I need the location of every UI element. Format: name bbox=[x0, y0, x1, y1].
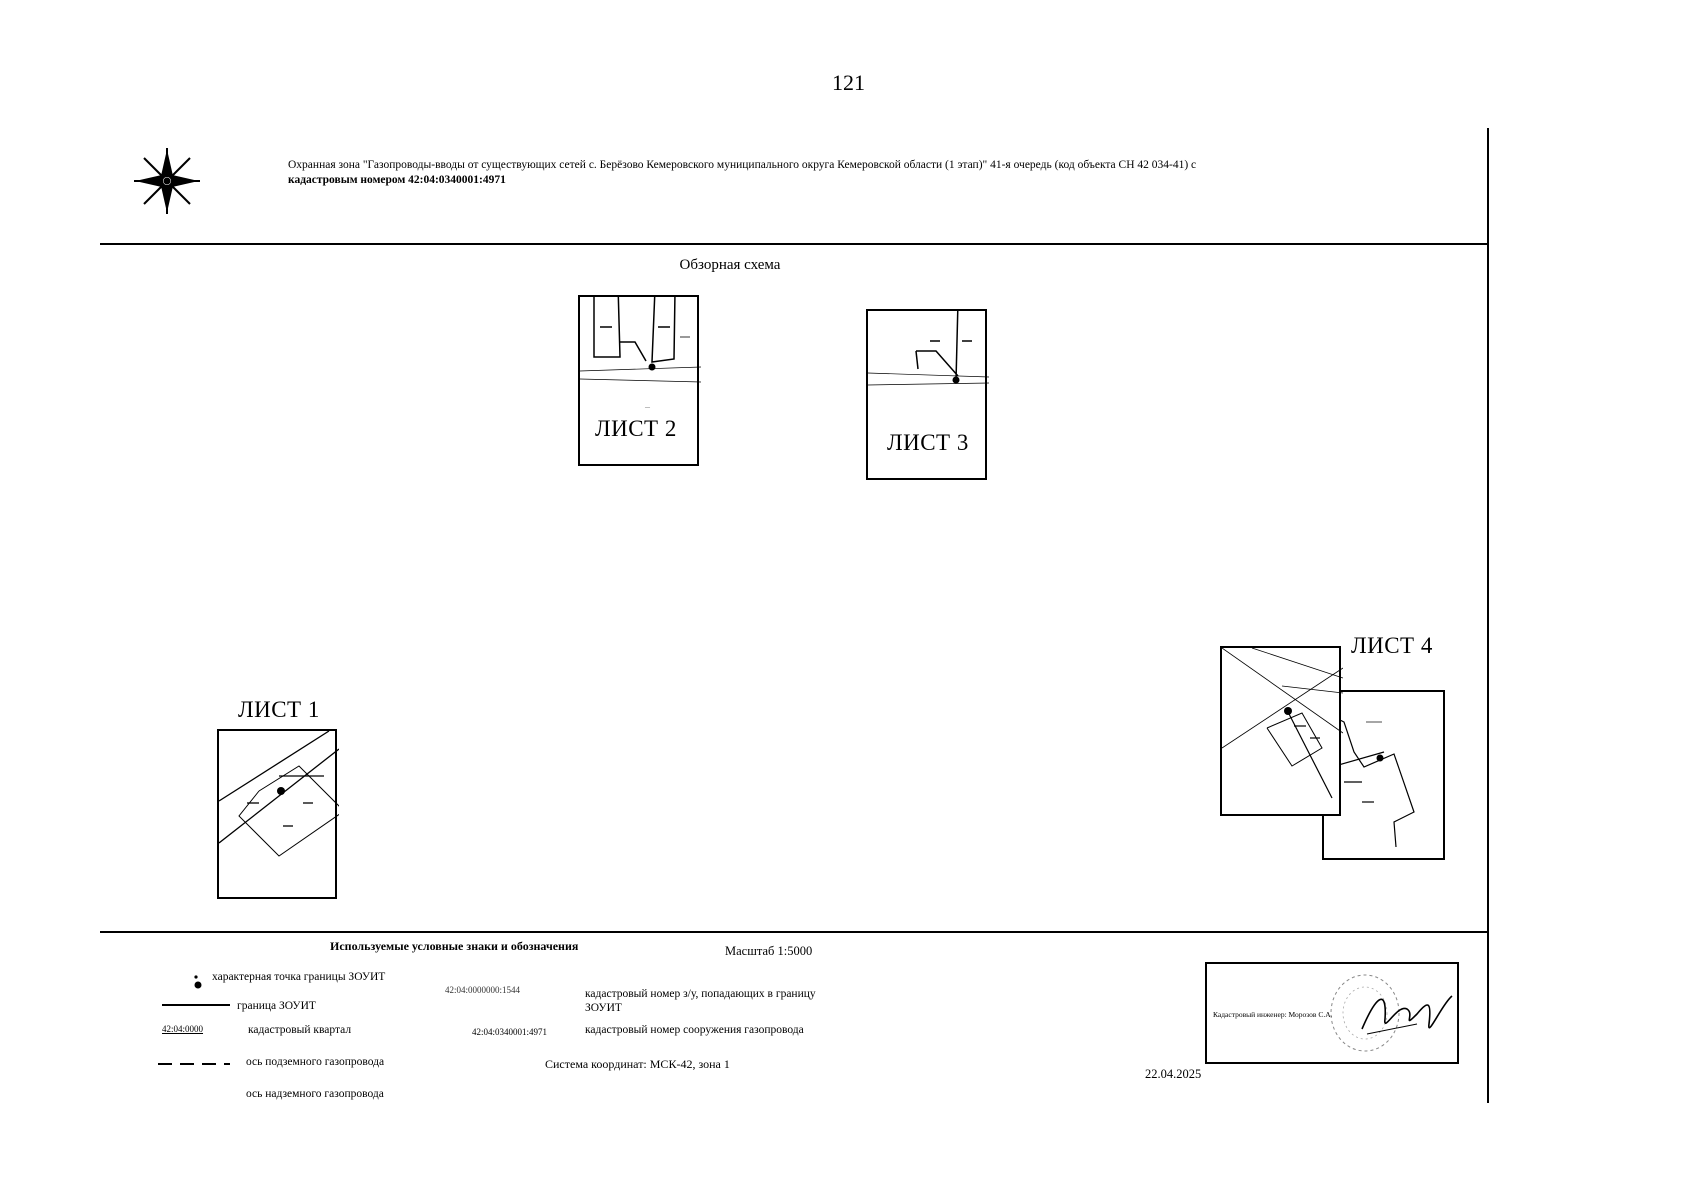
header-title: Охранная зона "Газопроводы-вводы от суще… bbox=[288, 158, 1438, 188]
legend-point-symbol bbox=[191, 974, 205, 990]
legend-point-label: характерная точка границы ЗОУИТ bbox=[212, 971, 386, 983]
coordinate-system: Система координат: МСК-42, зона 1 bbox=[545, 1057, 730, 1071]
page-number: 121 bbox=[832, 70, 865, 95]
legend-parcel-label: кадастровый номер з/у, попадающих в гран… bbox=[585, 988, 816, 1014]
svg-text:—: — bbox=[644, 406, 651, 411]
sheet-4a-frame[interactable] bbox=[1220, 646, 1343, 816]
legend-quarter-code: 42:04:0000 bbox=[162, 1024, 204, 1034]
legend-quarter-label: кадастровый квартал bbox=[248, 1024, 352, 1036]
overview-title: Обзорная схема bbox=[679, 257, 781, 273]
legend-parcel-code: 42:04:0000000:1544 bbox=[445, 985, 521, 995]
signature-date: 22.04.2025 bbox=[1145, 1067, 1202, 1081]
sheet-4-label: ЛИСТ 4 bbox=[1351, 633, 1433, 658]
legend-underground-symbol bbox=[158, 1063, 230, 1065]
sheet-1-label: ЛИСТ 1 bbox=[238, 697, 320, 722]
legend-structure-code: 42:04:0340001:4971 bbox=[472, 1027, 548, 1037]
legend-aboveground-label: ось надземного газопровода bbox=[246, 1088, 384, 1100]
legend-structure-label: кадастровый номер сооружения газопровода bbox=[585, 1024, 804, 1036]
sheet-3-label: ЛИСТ 3 bbox=[887, 430, 969, 455]
legend-title: Используемые условные знаки и обозначени… bbox=[330, 939, 579, 953]
sheet-3-frame[interactable]: ЛИСТ 3 bbox=[866, 309, 989, 480]
signature-box: Кадастровый инженер: Морозов С.А. bbox=[1205, 962, 1459, 1064]
stamp-seal bbox=[1330, 974, 1400, 1052]
header-divider bbox=[100, 243, 1489, 245]
legend-divider bbox=[100, 931, 1489, 933]
map-scale: Масштаб 1:5000 bbox=[725, 944, 813, 958]
sheet-1-frame[interactable] bbox=[217, 729, 339, 899]
legend-boundary-label: граница ЗОУИТ bbox=[237, 1000, 316, 1012]
header-title-line1: Охранная зона "Газопроводы-вводы от суще… bbox=[288, 159, 1197, 171]
compass-rose-icon bbox=[132, 146, 202, 216]
frame-right-border bbox=[1487, 128, 1489, 1103]
sheet-2-label: ЛИСТ 2 bbox=[595, 416, 677, 441]
sheet-2-frame[interactable]: — ЛИСТ 2 bbox=[578, 295, 701, 466]
handwritten-signature bbox=[1361, 995, 1453, 1035]
legend-boundary-symbol bbox=[162, 1004, 230, 1006]
header-title-line2: кадастровым номером 42:04:0340001:4971 bbox=[288, 174, 506, 186]
legend-underground-label: ось подземного газопровода bbox=[246, 1056, 385, 1068]
signature-label: Кадастровый инженер: Морозов С.А. bbox=[1213, 1010, 1333, 1019]
sheet-4b-frame[interactable] bbox=[1322, 690, 1445, 860]
